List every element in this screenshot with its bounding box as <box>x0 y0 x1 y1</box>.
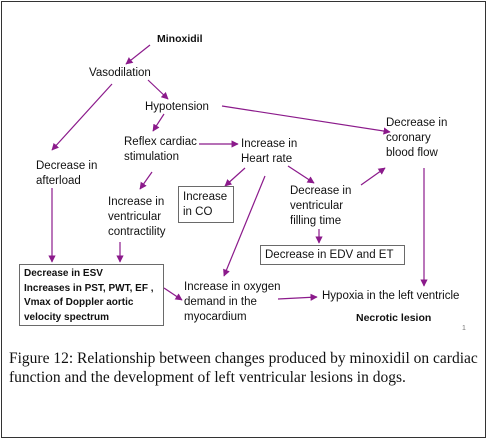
caption-text: Relationship between changes produced by… <box>9 350 478 386</box>
box-edv-et: Decrease in EDV and ET <box>260 245 405 265</box>
box-cardiac-output: Increase in CO <box>178 186 234 223</box>
figure-caption: Figure 12: Relationship between changes … <box>9 349 481 387</box>
node-edv-et: Decrease in EDV and ET <box>265 249 394 261</box>
node-heart-rate: Increase in Heart rate <box>241 138 298 165</box>
node-oxygen-demand: Increase in oxygen demand in the myocard… <box>184 281 281 323</box>
node-coronary-flow: Decrease in coronary blood flow <box>386 117 448 159</box>
page-marker: 1 <box>462 325 466 332</box>
arrow-heartrate-oxygen <box>223 175 266 277</box>
arrow-hypotension-coronary <box>221 105 391 135</box>
arrow-reflex-contractility <box>139 171 153 190</box>
arrow-fillingtime-coronary <box>360 167 386 186</box>
arrow-heartrate-co <box>224 167 246 187</box>
box-esv: Decrease in ESV Increases in PST, PWT, E… <box>19 264 164 326</box>
node-vasodilation: Vasodilation <box>89 67 151 79</box>
arrow-heartrate-fillingtime <box>287 165 315 184</box>
arrow-minoxidil-vasodilation <box>125 44 151 65</box>
node-hypoxia: Hypoxia in the left ventricle <box>322 290 460 302</box>
node-cardiac-output: Increase in CO <box>183 191 228 218</box>
arrow-hypotension-reflex <box>152 113 165 132</box>
node-contractility: Increase in ventricular contractility <box>108 196 166 238</box>
arrow-esvbox-oxygen <box>163 287 183 301</box>
node-esv-box: Decrease in ESV Increases in PST, PWT, E… <box>24 268 154 323</box>
node-afterload: Decrease in afterload <box>36 160 98 187</box>
node-reflex-stimulation: Reflex cardiac stimulation <box>124 136 197 163</box>
node-hypotension: Hypotension <box>145 101 209 113</box>
node-necrotic-lesion: Necrotic lesion <box>356 312 432 324</box>
arrow-oxygen-hypoxia <box>277 293 318 301</box>
caption-label: Figure 12: <box>9 350 74 367</box>
arrow-vasodilation-afterload <box>51 83 113 151</box>
arrow-vasodilation-hypotension <box>147 79 169 100</box>
node-filling-time: Decrease in ventricular filling time <box>290 185 352 227</box>
node-minoxidil: Minoxidil <box>157 33 203 45</box>
